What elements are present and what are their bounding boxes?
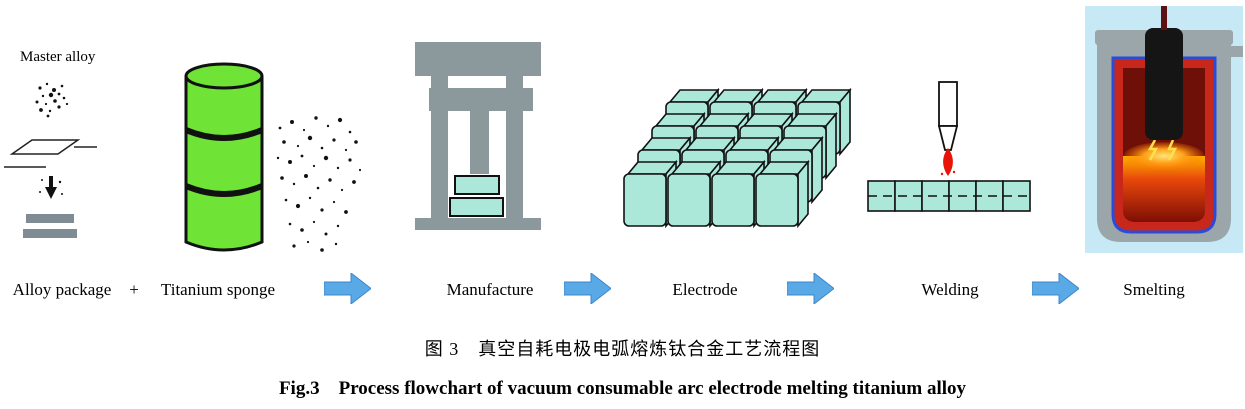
drum-lid — [184, 62, 264, 90]
alloy-sheet-outlines — [4, 139, 97, 168]
flow-arrow-icon — [787, 273, 834, 304]
vacuum-pipe — [1221, 46, 1243, 57]
smelting-furnace-icon — [1085, 6, 1243, 253]
alloy-package-icon — [4, 82, 97, 238]
electrode-stack-icon — [623, 89, 851, 227]
step-label-welding: Welding — [921, 280, 979, 299]
sponge-particles — [276, 116, 362, 252]
flow-arrow-icon — [1032, 273, 1079, 304]
small-down-arrow-icon — [39, 176, 63, 199]
caption-english: Fig.3 Process flowchart of vacuum consum… — [278, 378, 967, 399]
compact-blocks — [623, 89, 851, 227]
titanium-sponge-drum-icon — [184, 62, 362, 252]
welded-compact-row — [867, 180, 1031, 212]
flow-arrow-icon — [324, 273, 371, 304]
arc-lightning-icon — [1147, 139, 1178, 161]
step-label-manufacture: Manufacture — [446, 280, 534, 299]
electrode-rod — [1161, 6, 1167, 30]
flow-arrow-icon — [564, 273, 611, 304]
press-machine-icon — [415, 42, 541, 230]
molten-pool — [1123, 156, 1205, 222]
press-frame — [415, 42, 541, 230]
consumable-electrode — [1145, 28, 1183, 140]
step-label-alloy-package: Alloy package — [12, 280, 112, 299]
pressed-compacts — [449, 175, 504, 217]
arc-glow — [1124, 142, 1204, 170]
welding-torch-icon — [867, 81, 1031, 212]
alloy-powder-dots — [35, 82, 69, 118]
torch — [937, 81, 959, 151]
master-alloy-label: Master alloy — [20, 49, 96, 65]
step-label-titanium-sponge: Titanium sponge — [160, 280, 276, 299]
weld-flame — [940, 148, 956, 184]
caption-chinese: 图 3 真空自耗电极电弧熔炼钛合金工艺流程图 — [424, 339, 821, 359]
step-label-smelting: Smelting — [1123, 280, 1185, 299]
step-label-electrode: Electrode — [672, 280, 738, 299]
alloy-bar-stock — [23, 214, 77, 238]
plus-sign: + — [129, 280, 139, 299]
drum-body — [184, 76, 264, 252]
